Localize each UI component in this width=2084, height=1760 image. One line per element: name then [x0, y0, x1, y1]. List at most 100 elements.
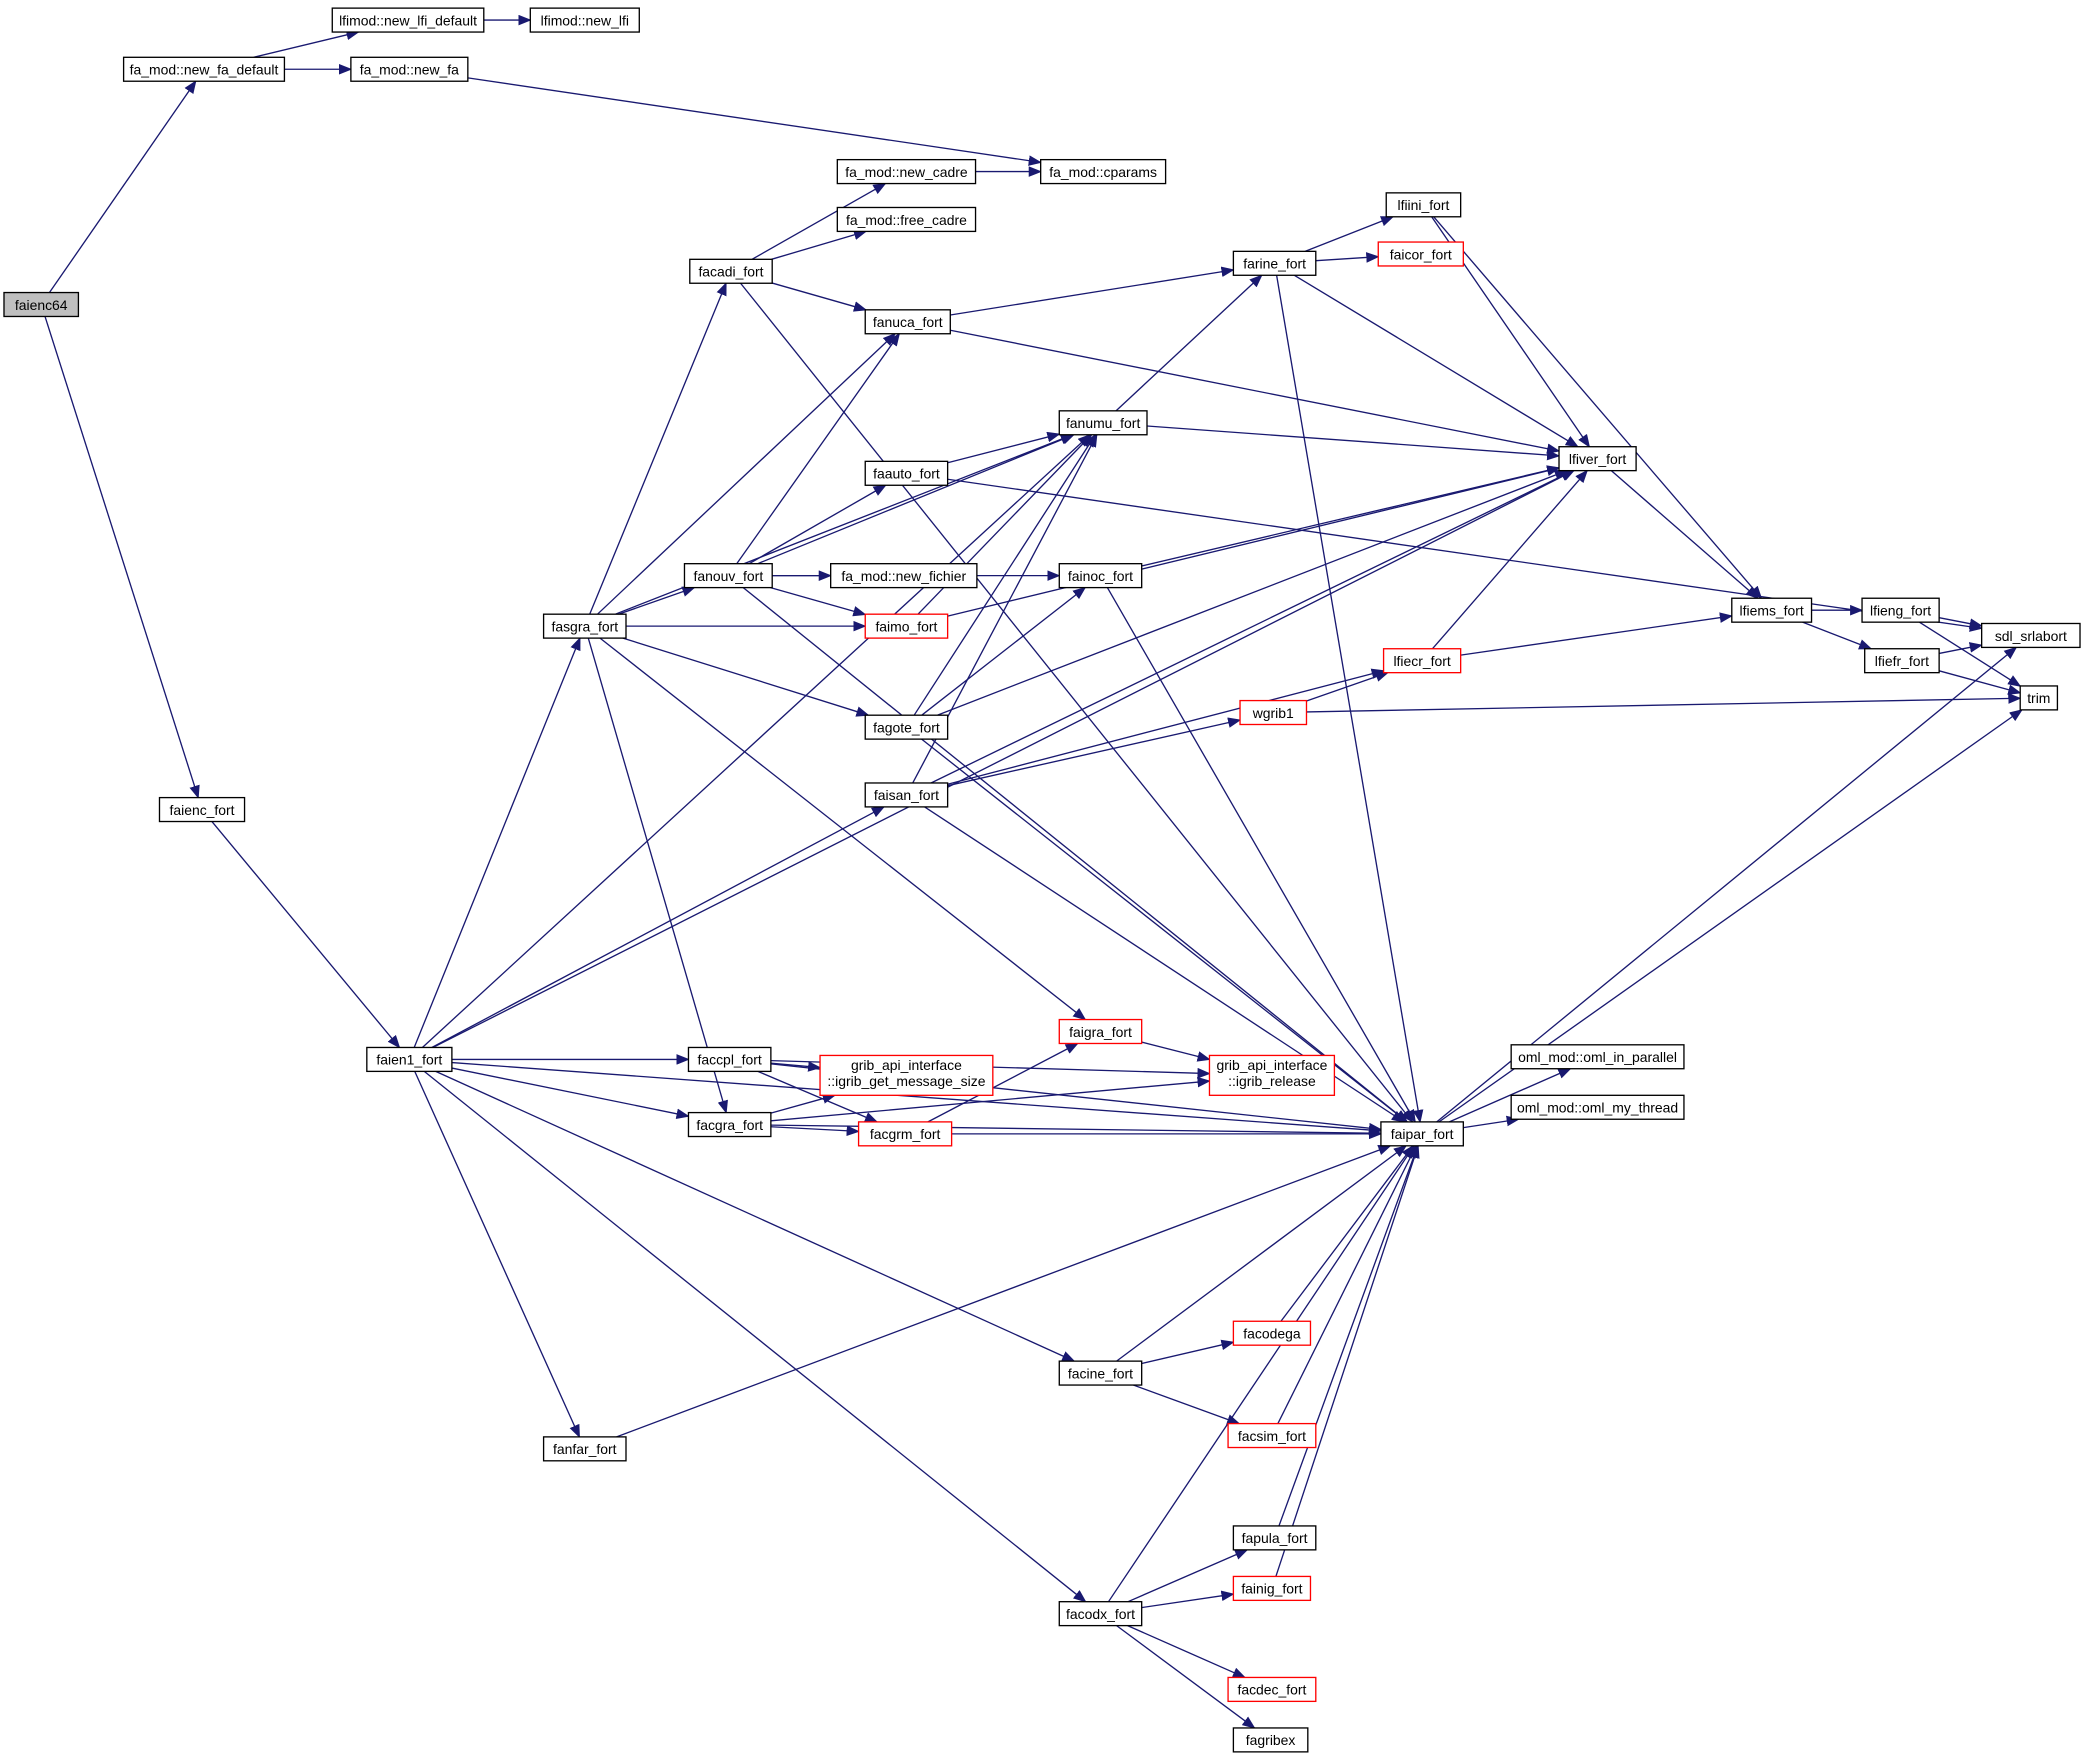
node-box: [542, 1436, 627, 1462]
node-fasgra-fort[interactable]: fasgra_fort: [542, 613, 627, 639]
node-fagote-fort[interactable]: fagote_fort: [864, 714, 949, 740]
node-facdec-fort[interactable]: facdec_fort: [1227, 1676, 1317, 1703]
node-box: [1227, 1422, 1317, 1449]
node-label: faimo_fort: [875, 618, 937, 634]
node-label: fasgra_fort: [551, 618, 618, 634]
node-box: [1239, 699, 1308, 726]
edge-fanumu-fort-to-farine-fort: [1115, 274, 1263, 412]
node-fa-mod-cparams[interactable]: fa_mod::cparams: [1040, 158, 1167, 185]
node-label: fanfar_fort: [553, 1441, 617, 1457]
edge-facodx-fort-to-faipar-fort: [1107, 1144, 1415, 1603]
edge-facine-fort-to-facodega: [1141, 1339, 1235, 1365]
node-label: fainig_fort: [1241, 1581, 1302, 1597]
node-fa-mod-new-fa[interactable]: fa_mod::new_fa: [350, 56, 469, 82]
node-fa-mod-new-cadre[interactable]: fa_mod::new_cadre: [836, 158, 977, 185]
node-fa-mod-new-fa-default[interactable]: fa_mod::new_fa_default: [122, 56, 286, 82]
node-faccpl-fort[interactable]: faccpl_fort: [687, 1046, 772, 1073]
node-lfiver-fort[interactable]: lfiver_fort: [1558, 446, 1637, 472]
node-box: [864, 714, 949, 740]
node-lfimod-new-lfi[interactable]: lfimod::new_lfi: [529, 7, 640, 33]
node-label: facgra_fort: [696, 1117, 763, 1133]
node-faimo-fort[interactable]: faimo_fort: [864, 613, 949, 639]
node-box: [1058, 1360, 1143, 1386]
node-lfimod-new-lfi-default[interactable]: lfimod::new_lfi_default: [331, 7, 485, 33]
edge-faienc64-to-faienc-fort: [44, 316, 200, 799]
node-label: fa_mod::new_fichier: [841, 568, 966, 584]
node-faigra-fort[interactable]: faigra_fort: [1058, 1018, 1143, 1045]
edge-facadi-fort-to-fanuca-fort: [772, 282, 868, 312]
node-faicor-fort[interactable]: faicor_fort: [1377, 241, 1464, 267]
node-facodx-fort[interactable]: facodx_fort: [1058, 1601, 1143, 1627]
node-label: fanuca_fort: [873, 314, 943, 330]
edge-facgra-fort-to-grib-api-interface: [770, 1076, 1211, 1122]
node-trim[interactable]: trim: [2019, 685, 2059, 711]
node-label: faccpl_fort: [698, 1052, 762, 1068]
node-fa-mod-free-cadre[interactable]: fa_mod::free_cadre: [836, 206, 977, 233]
node-box: [1058, 1018, 1143, 1045]
node-label: fa_mod::new_cadre: [845, 164, 968, 180]
edge-faien1-fort-to-fanumu-fort: [421, 433, 1092, 1048]
node-fainoc-fort[interactable]: fainoc_fort: [1058, 563, 1143, 589]
edge-lfieng-fort-to-trim: [1919, 621, 2022, 687]
node-fanuca-fort[interactable]: fanuca_fort: [864, 309, 951, 335]
edge-faisan-fort-to-wgrib1: [947, 717, 1242, 787]
node-lfieng-fort[interactable]: lfieng_fort: [1861, 597, 1940, 623]
node-fagribex[interactable]: fagribex: [1232, 1727, 1309, 1753]
node-label: faienc64: [15, 297, 68, 313]
node-oml-mod-oml-my-thread[interactable]: oml_mod::oml_my_thread: [1510, 1094, 1685, 1120]
node-faisan-fort[interactable]: faisan_fort: [864, 782, 949, 808]
node-label: facsim_fort: [1238, 1428, 1306, 1444]
edge-faienc64-to-fa-mod-new-fa-default: [48, 80, 197, 293]
node-label: facgrm_fort: [870, 1126, 941, 1142]
node-facgrm-fort[interactable]: facgrm_fort: [857, 1121, 953, 1147]
node-lfiefr-fort[interactable]: lfiefr_fort: [1864, 648, 1940, 674]
node-lfiems-fort[interactable]: lfiems_fort: [1731, 597, 1813, 623]
edge-facodx-fort-to-fapula-fort: [1127, 1549, 1249, 1603]
node-fapula-fort[interactable]: fapula_fort: [1232, 1525, 1317, 1551]
node-facgra-fort[interactable]: facgra_fort: [687, 1111, 772, 1138]
edge-faien1-fort-to-fasgra-fort: [413, 636, 581, 1048]
node-facodega[interactable]: facodega: [1232, 1320, 1312, 1346]
node-faien1-fort[interactable]: faien1_fort: [366, 1046, 453, 1073]
node-box: [1864, 648, 1940, 674]
node-label: lfiver_fort: [1569, 451, 1626, 467]
node-facine-fort[interactable]: facine_fort: [1058, 1360, 1143, 1386]
node-label: farine_fort: [1243, 256, 1306, 272]
node-label: fa_mod::new_fa: [360, 62, 459, 78]
node-grib-api-interface-igrib-release[interactable]: grib_api_interface::igrib_release: [1208, 1054, 1336, 1096]
node-grib-api-interface-igrib-get-message-size[interactable]: grib_api_interface::igrib_get_message_si…: [819, 1054, 994, 1096]
node-box: [830, 563, 978, 589]
edge-fainig-fort-to-faipar-fort: [1275, 1144, 1420, 1577]
edge-fasgra-fort-to-fagote-fort: [622, 637, 870, 717]
node-lfiini-fort[interactable]: lfiini_fort: [1385, 192, 1462, 218]
node-faauto-fort[interactable]: faauto_fort: [864, 460, 949, 486]
node-label: trim: [2027, 690, 2050, 706]
node-farine-fort[interactable]: farine_fort: [1232, 250, 1317, 276]
node-fanfar-fort[interactable]: fanfar_fort: [542, 1436, 627, 1462]
node-label: faienc_fort: [169, 802, 234, 818]
node-fainig-fort[interactable]: fainig_fort: [1232, 1575, 1312, 1602]
edge-faipar-fort-to-oml-mod-oml-my-thread: [1463, 1115, 1520, 1129]
edge-wgrib1-to-lfiecr-fort: [1306, 671, 1390, 702]
node-lfiecr-fort[interactable]: lfiecr_fort: [1382, 648, 1462, 674]
node-label: facine_fort: [1068, 1365, 1133, 1381]
node-oml-mod-oml-in-parallel[interactable]: oml_mod::oml_in_parallel: [1510, 1044, 1685, 1070]
node-facadi-fort[interactable]: facadi_fort: [689, 258, 773, 284]
node-wgrib1[interactable]: wgrib1: [1239, 699, 1308, 726]
node-faipar-fort[interactable]: faipar_fort: [1380, 1121, 1464, 1147]
node-label: lfiems_fort: [1740, 603, 1804, 619]
node-sdl-srlabort[interactable]: sdl_srlabort: [1980, 622, 2081, 649]
node-box: [1232, 1727, 1309, 1753]
edge-fagote-fort-to-fainoc-fort: [921, 586, 1087, 716]
node-faienc64[interactable]: faienc64: [3, 291, 80, 318]
node-box: [1058, 410, 1148, 436]
edge-facodx-fort-to-fagribex: [1116, 1625, 1256, 1729]
node-box: [1510, 1044, 1685, 1070]
node-fanumu-fort[interactable]: fanumu_fort: [1058, 410, 1148, 436]
node-label: lfiini_fort: [1397, 197, 1449, 213]
node-fanouv-fort[interactable]: fanouv_fort: [683, 563, 773, 589]
node-fa-mod-new-fichier[interactable]: fa_mod::new_fichier: [830, 563, 978, 589]
node-box: [1558, 446, 1637, 472]
node-faienc-fort[interactable]: faienc_fort: [158, 796, 246, 823]
node-facsim-fort[interactable]: facsim_fort: [1227, 1422, 1317, 1449]
